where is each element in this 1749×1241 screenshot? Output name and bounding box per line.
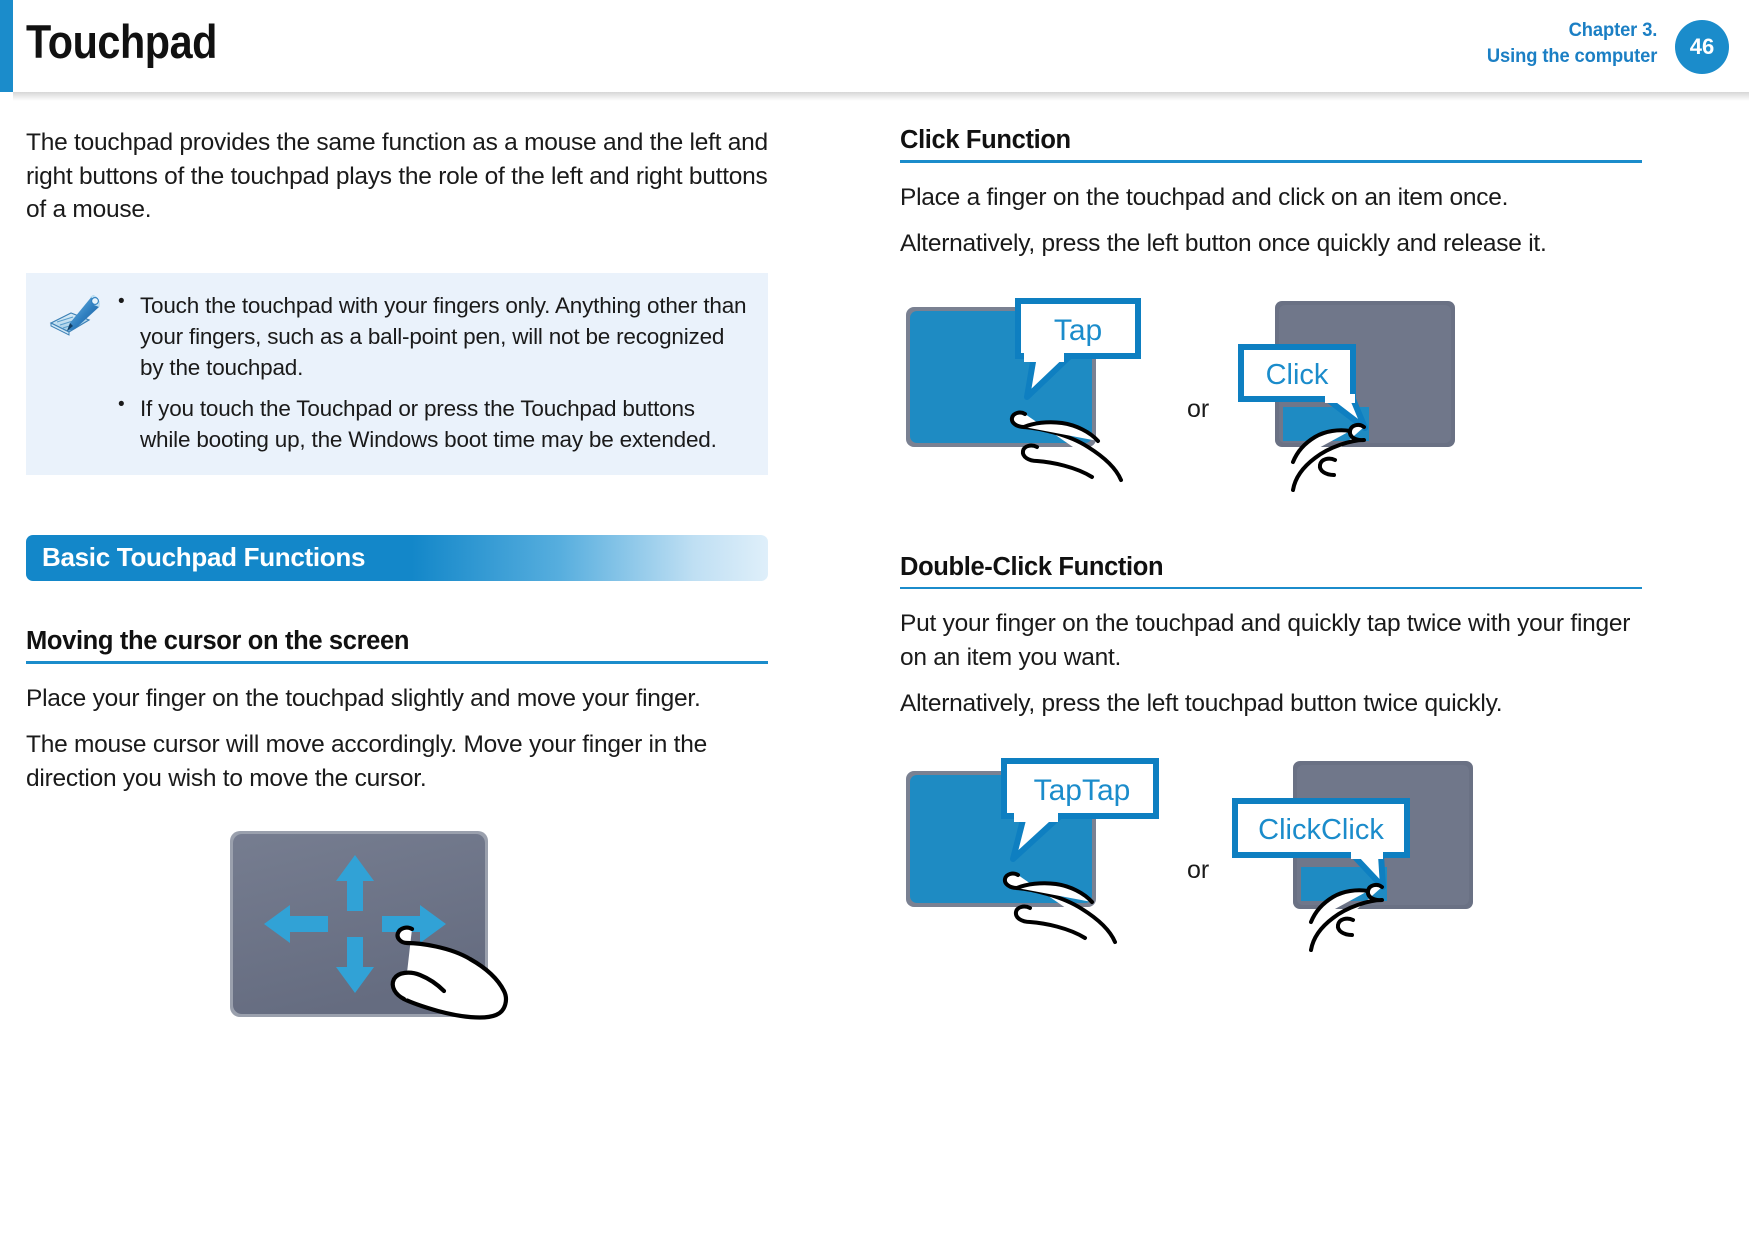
section-bar-label: Basic Touchpad Functions — [42, 542, 366, 573]
hand-tap — [1009, 410, 1123, 482]
clickclick-callout: ClickClick — [1232, 798, 1411, 890]
click-touchpad-figure: Click — [1238, 300, 1456, 492]
double-click-function-heading: Double-Click Function — [900, 552, 1164, 581]
double-click-paragraph-1: Put your finger on the touchpad and quic… — [900, 610, 1631, 671]
page-header: Touchpad Chapter 3. Using the computer 4… — [0, 0, 1749, 101]
section-double-click-function: Double-Click Function — [900, 553, 1642, 590]
subsection-heading: Moving the cursor on the screen — [26, 626, 410, 655]
click-callout-label: Click — [1266, 359, 1329, 391]
tap-callout: Tap — [1015, 297, 1141, 400]
note-pen-icon — [48, 291, 104, 337]
section-click-function: Click Function — [900, 126, 1642, 163]
chapter-breadcrumb: Chapter 3. Using the computer — [1476, 18, 1658, 69]
left-column: The touchpad provides the same function … — [26, 126, 768, 1030]
intro-paragraph: The touchpad provides the same function … — [26, 129, 768, 224]
chapter-number-label: Chapter 3. — [1568, 19, 1657, 41]
click-callout: Click — [1238, 343, 1369, 431]
subsection-moving-cursor: Moving the cursor on the screen — [26, 627, 768, 664]
clickclick-touchpad-figure: ClickClick — [1232, 761, 1474, 952]
moving-cursor-paragraph-1: Place your finger on the touchpad slight… — [26, 684, 701, 712]
chapter-title-label: Using the computer — [1486, 44, 1658, 67]
click-function-paragraph-2: Alternatively, press the left button onc… — [900, 230, 1547, 258]
note-list: Touch the touchpad with your fingers onl… — [110, 289, 750, 455]
section-bar-basic-touchpad-functions: Basic Touchpad Functions — [26, 534, 768, 581]
tap-touchpad-figure: Tap — [906, 297, 1141, 482]
header-accent-bar — [0, 0, 13, 92]
note-list-item: If you touch the Touchpad or press the T… — [110, 392, 750, 455]
double-click-function-rule — [900, 586, 1642, 590]
page-number-badge: 46 — [1675, 20, 1729, 74]
header-shadow — [13, 92, 1749, 101]
click-function-paragraph-1: Place a finger on the touchpad and click… — [900, 183, 1509, 211]
subsection-rule — [26, 660, 768, 664]
or-label-click: or — [1187, 395, 1210, 424]
taptap-callout: TapTap — [1001, 758, 1159, 862]
note-list-item: Touch the touchpad with your fingers onl… — [110, 289, 750, 383]
right-column: Click Function Place a finger on the tou… — [900, 126, 1642, 955]
or-label-double-click: or — [1187, 855, 1210, 884]
taptap-callout-label: TapTap — [1034, 774, 1131, 807]
click-function-heading: Click Function — [900, 126, 1071, 154]
touchpad-direction-arrows-illustration — [224, 825, 768, 1030]
double-click-function-illustration: TapTap or ClickClick — [900, 755, 1642, 955]
hand-taptap — [1002, 871, 1117, 944]
clickclick-callout-label: ClickClick — [1258, 814, 1384, 846]
tap-callout-label: Tap — [1054, 314, 1102, 347]
hand-pointer — [390, 925, 508, 1020]
click-function-rule — [900, 160, 1642, 163]
page-title: Touchpad — [26, 15, 218, 68]
note-box: Touch the touchpad with your fingers onl… — [26, 272, 768, 475]
moving-cursor-paragraph-2: The mouse cursor will move accordingly. … — [26, 731, 707, 792]
hand-click — [1291, 422, 1367, 492]
click-function-illustration: Tap or Click — [900, 295, 1642, 495]
hand-clickclick — [1309, 882, 1385, 952]
double-click-paragraph-2: Alternatively, press the left touchpad b… — [900, 690, 1503, 718]
taptap-touchpad-figure: TapTap — [906, 758, 1159, 944]
direction-arrows — [264, 855, 446, 994]
